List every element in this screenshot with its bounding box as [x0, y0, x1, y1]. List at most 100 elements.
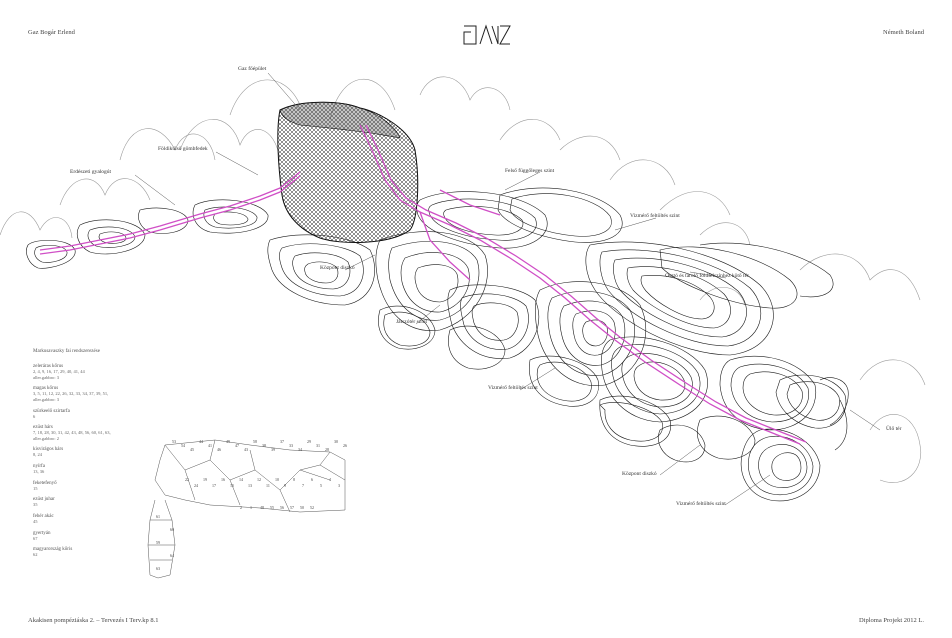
site-plan-number: 44 — [199, 439, 203, 444]
site-plan-number: 10 — [275, 477, 279, 482]
legend-group-name: fehér akác — [33, 513, 54, 519]
site-plan-number: 24 — [194, 483, 198, 488]
site-plan-number: 43 — [244, 447, 248, 452]
site-plan-number: 34 — [298, 447, 302, 452]
callout-right-upper: Vizmérő feltöltés szint — [630, 213, 680, 219]
legend-group-values: 6 — [33, 413, 36, 419]
legend-group-values: 7, 18, 28, 30, 31, 42, 43, 48, 56, 60, 6… — [33, 430, 111, 441]
legend-group-name: feketefenyő — [33, 480, 57, 486]
callout-bridge-right: Felső függőleges szint — [505, 168, 555, 174]
author-left: Gaz Bogár Erlend — [28, 29, 75, 36]
site-plan-number: 4 — [329, 477, 331, 482]
site-plan-number: 15 — [230, 483, 234, 488]
site-plan-number: 29 — [307, 439, 311, 444]
site-plan-number: 33 — [289, 443, 293, 448]
callout-bottom-right: Vizmérő feltöltés szint — [676, 501, 726, 507]
site-plan-number: 46 — [217, 447, 221, 452]
callout-right-mid: Osztó és tároló földfelszínhez kötő tér — [665, 273, 749, 279]
site-plan-number: 60 — [170, 527, 174, 532]
callout-main-building: Gaz főépület — [238, 66, 267, 72]
site-plan-number: 30 — [334, 439, 338, 444]
site-plan-number: 56 — [280, 505, 284, 510]
callout-path-left: Erdészeti gyalogút — [70, 169, 112, 175]
callout-far-right: Ülő tér — [886, 426, 902, 432]
legend-group-values: 13, 36 — [33, 469, 45, 474]
site-plan-number: 1 — [250, 505, 252, 510]
legend-title: Markusavaszky fai rendszerezése — [33, 349, 100, 354]
site-plan-number: 8 — [293, 477, 295, 482]
site-plan-number: 5 — [320, 483, 322, 488]
walkway-path — [39, 124, 807, 445]
site-plan-number: 17 — [212, 483, 216, 488]
site-plan-number: 64 — [170, 553, 174, 558]
site-plan-number: 59 — [156, 540, 160, 545]
legend-group-values: 62 — [33, 552, 38, 558]
legend-group-values: 2, 4, 9, 16, 17, 29, 40, 41, 44 aller.ga… — [33, 369, 85, 380]
gaz-logo — [463, 24, 511, 45]
site-plan-number: 53 — [172, 439, 176, 444]
tree-outlines — [0, 76, 926, 483]
mini-site-plan — [147, 439, 346, 579]
footer-right: Diploma Projekt 2012 L. — [859, 617, 924, 624]
legend-group-name: zeleráras kőrus — [33, 364, 64, 369]
legend-group-name: ezüst hárs — [33, 425, 53, 431]
legend-group-values: 35 — [33, 502, 38, 508]
site-plan-number: 37 — [280, 439, 284, 444]
site-plan-number: 16 — [221, 477, 225, 482]
site-plan-number: 6 — [311, 477, 313, 482]
site-plan-number: 41 — [208, 443, 212, 448]
author-right: Németh Boland — [883, 29, 924, 36]
callout-center-mid: Játszótér szint — [396, 319, 428, 325]
site-plan-number: 63 — [156, 566, 160, 571]
footer-left: Akakisen pompéziáska 2. – Tervezés I Ter… — [28, 617, 159, 624]
site-plan-number: 55 — [270, 505, 274, 510]
site-plan-number: 48 — [260, 505, 264, 510]
callout-leaders — [134, 72, 881, 506]
main-building — [277, 101, 419, 244]
callout-bottom-center: Központ diszkó — [622, 471, 657, 477]
legend-group-values: 67 — [33, 535, 38, 541]
site-plan-number: 39 — [271, 447, 275, 452]
site-plan-number: 31 — [316, 443, 320, 448]
site-plan-number: 47 — [235, 443, 239, 448]
site-plan-number: 45 — [190, 447, 194, 452]
legend-group-name: ezüst juhar — [33, 497, 55, 503]
legend-group-name: magas kőrus — [33, 386, 59, 392]
contour-pods — [26, 187, 849, 502]
site-plan-number: 14 — [239, 477, 243, 482]
site-plan-number: 26 — [343, 443, 347, 448]
legend-group-values: 45 — [33, 518, 38, 524]
site-plan-number: 9 — [284, 483, 286, 488]
site-plan-number: 28 — [325, 447, 329, 452]
callout-center-low: Vizmérő feltöltés szint — [488, 385, 538, 391]
legend-group-values: 15 — [33, 485, 38, 491]
site-plan-number: 19 — [203, 477, 207, 482]
site-plan-number: 22 — [185, 477, 189, 482]
legend-group-values: 3, 5, 11, 12, 22, 26, 32, 33, 34, 37, 39… — [33, 391, 109, 402]
legend-group-name: gyertyán — [33, 530, 51, 536]
site-plan-number: 54 — [181, 443, 185, 448]
site-plan-number: 7 — [302, 483, 304, 488]
site-plan-number: 61 — [156, 514, 160, 519]
site-plan-number: 13 — [248, 483, 252, 488]
legend-group-name: szürkeelő szirtarfa — [33, 408, 70, 414]
legend-group-name: kisvirágos hárs — [33, 447, 64, 453]
legend-group-name: magyarország kőris — [33, 547, 73, 553]
site-plan-number: 58 — [253, 439, 257, 444]
site-plan-number: 57 — [290, 505, 294, 510]
site-plan-number: 49 — [226, 439, 230, 444]
site-plan-number: 11 — [266, 483, 270, 488]
site-plan-number: 38 — [262, 443, 266, 448]
callout-center-left: Központ diszkó — [320, 265, 355, 271]
site-plan-number: 52 — [310, 505, 314, 510]
